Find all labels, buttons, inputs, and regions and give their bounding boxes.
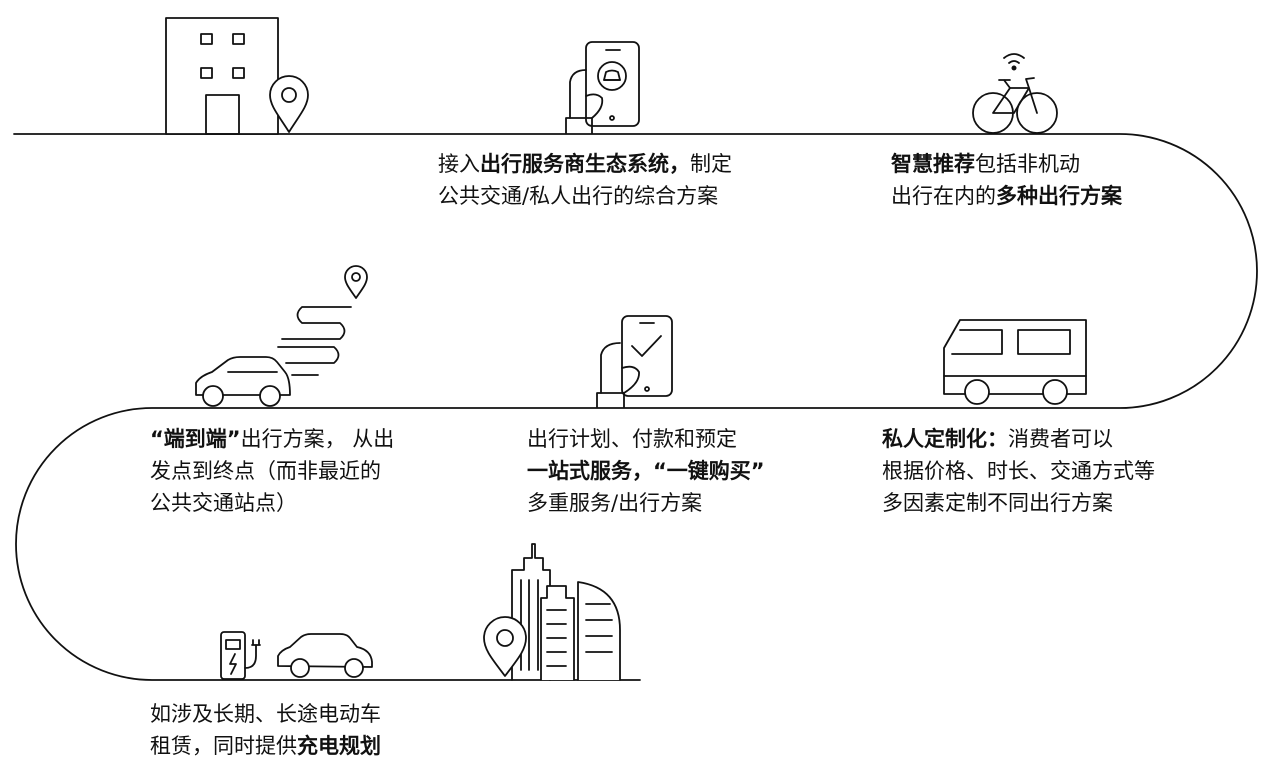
caption-line: 出行计划、付款和预定 bbox=[527, 423, 765, 455]
caption-smart-recommendation: 智慧推荐包括非机动出行在内的多种出行方案 bbox=[891, 148, 1122, 212]
caption-emphasis: 私人定制化： bbox=[882, 427, 1008, 451]
caption-emphasis: 出行服务商生态系统， bbox=[480, 152, 690, 176]
caption-text: 多重服务/出行方案 bbox=[527, 491, 703, 515]
caption-line: 一站式服务，“一键购买” bbox=[527, 455, 765, 487]
journey-path bbox=[13, 133, 1258, 681]
caption-emphasis: 一站式服务，“一键购买” bbox=[527, 459, 765, 483]
caption-text: 消费者可以 bbox=[1008, 427, 1113, 451]
phone-checkmark-icon bbox=[596, 315, 673, 408]
caption-text: 如涉及长期、长途电动车 bbox=[150, 702, 381, 726]
caption-line: 公共交通站点） bbox=[150, 487, 394, 519]
caption-line: 出行在内的多种出行方案 bbox=[891, 180, 1122, 212]
caption-line: 根据价格、时长、交通方式等 bbox=[882, 455, 1155, 487]
caption-emphasis: 多种出行方案 bbox=[996, 184, 1122, 208]
city-skyline-location-icon bbox=[483, 543, 621, 681]
caption-emphasis: 充电规划 bbox=[297, 734, 381, 758]
caption-line: 如涉及长期、长途电动车 bbox=[150, 698, 381, 730]
caption-text: 多因素定制不同出行方案 bbox=[882, 491, 1113, 515]
van-icon bbox=[943, 319, 1087, 405]
building-location-icon bbox=[165, 17, 309, 135]
caption-text: 出行方案， 从出 bbox=[240, 427, 395, 451]
caption-line: 接入出行服务商生态系统，制定 bbox=[438, 148, 732, 180]
phone-with-car-icon bbox=[565, 41, 640, 134]
caption-one-stop-service: 出行计划、付款和预定一站式服务，“一键购买” 多重服务/出行方案 bbox=[527, 423, 765, 519]
caption-line: 公共交通/私人出行的综合方案 bbox=[438, 180, 732, 212]
ev-charger-car-icon bbox=[220, 631, 373, 680]
caption-emphasis: “端到端” bbox=[150, 427, 241, 451]
caption-text: 出行在内的 bbox=[891, 184, 996, 208]
caption-charging-planning: 如涉及长期、长途电动车租赁，同时提供充电规划 bbox=[150, 698, 381, 762]
caption-text: 租赁，同时提供 bbox=[150, 734, 297, 758]
caption-line: 发点到终点（而非最近的 bbox=[150, 455, 394, 487]
caption-text: 接入 bbox=[438, 152, 480, 176]
caption-text: 包括非机动 bbox=[975, 152, 1080, 176]
caption-access-platform: 接入出行服务商生态系统，制定公共交通/私人出行的综合方案 bbox=[438, 148, 732, 212]
caption-line: 智慧推荐包括非机动 bbox=[891, 148, 1122, 180]
caption-line: 租赁，同时提供充电规划 bbox=[150, 730, 381, 762]
caption-text: 公共交通站点） bbox=[150, 491, 297, 515]
caption-text: 根据价格、时长、交通方式等 bbox=[882, 459, 1155, 483]
caption-text: 制定 bbox=[690, 152, 732, 176]
caption-end-to-end: “端到端”出行方案， 从出发点到终点（而非最近的公共交通站点） bbox=[150, 423, 394, 519]
car-with-route-icon bbox=[195, 265, 368, 407]
caption-text: 出行计划、付款和预定 bbox=[527, 427, 737, 451]
caption-text: 发点到终点（而非最近的 bbox=[150, 459, 381, 483]
caption-line: 私人定制化：消费者可以 bbox=[882, 423, 1155, 455]
connected-bicycle-icon bbox=[972, 53, 1058, 134]
caption-line: “端到端”出行方案， 从出 bbox=[150, 423, 394, 455]
caption-personal-customization: 私人定制化：消费者可以根据价格、时长、交通方式等多因素定制不同出行方案 bbox=[882, 423, 1155, 519]
caption-emphasis: 智慧推荐 bbox=[891, 152, 975, 176]
caption-line: 多因素定制不同出行方案 bbox=[882, 487, 1155, 519]
caption-text: 公共交通/私人出行的综合方案 bbox=[438, 184, 719, 208]
caption-line: 多重服务/出行方案 bbox=[527, 487, 765, 519]
